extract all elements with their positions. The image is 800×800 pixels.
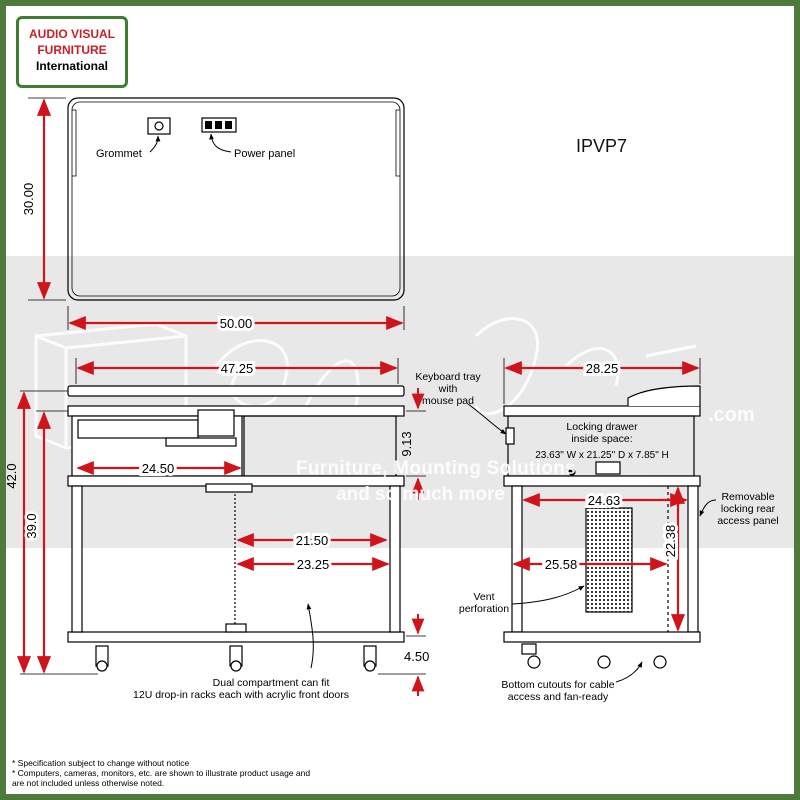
keyboard-note-line-2: with [438, 383, 458, 395]
power-panel-label: Power panel [234, 148, 295, 160]
front-width-label: 47.25 [221, 361, 254, 376]
front-total-height-label: 42.0 [6, 463, 19, 488]
bottom-note-line-1: Bottom cutouts for cable [501, 679, 614, 691]
keyboard-note-line-1: Keyboard tray [415, 371, 481, 383]
drawer-note-line-1: Locking drawer [566, 421, 638, 433]
front-view [67, 385, 405, 667]
caster-height-label: 4.50 [404, 649, 429, 664]
vent-note-line-1: Vent [473, 591, 494, 603]
watermark-text-line-1: Furniture, Mounting Solutions [296, 458, 576, 479]
side-inner-depth-a-label: 24.63 [588, 493, 621, 508]
drawer-note-line-2: inside space: [571, 433, 632, 445]
vent-perforation-icon [585, 507, 633, 613]
top-width-label: 50.00 [220, 316, 253, 331]
footnote-3: are not included unless otherwise noted. [12, 778, 165, 788]
logo-line-3: International [35, 59, 108, 73]
panel-note-line-3: access panel [717, 515, 778, 527]
drawing-frame: AUDIO VISUAL FURNITURE International IPV… [6, 6, 794, 794]
vent-note-line-2: perforation [459, 603, 509, 615]
technical-drawing: Grommet Power panel 30.00 50.00 [6, 97, 779, 703]
drawer-note-line-3: 23.63" W x 21.25" D x 7.85" H [535, 450, 669, 461]
footnote-2: * Computers, cameras, monitors, etc. are… [12, 768, 311, 778]
front-casters [96, 660, 376, 672]
panel-note-line-2: locking rear [721, 503, 776, 515]
watermark-domain: .com [708, 404, 755, 426]
rack-note-line-2: 12U drop-in racks each with acrylic fron… [133, 689, 349, 701]
top-depth-label: 30.00 [21, 183, 36, 216]
side-depth-label: 28.25 [586, 361, 619, 376]
keyboard-note-line-3: mouse pad [422, 395, 474, 407]
rack-width-b-label: 23.25 [297, 557, 330, 572]
grommet-label: Grommet [96, 148, 142, 160]
panel-note-line-1: Removable [721, 491, 774, 503]
footnote-1: * Specification subject to change withou… [12, 758, 190, 768]
front-body-height-label: 39.0 [24, 513, 39, 538]
rack-width-a-label: 21.50 [296, 533, 329, 548]
bottom-note-line-2: access and fan-ready [508, 691, 609, 703]
side-inner-depth-b-label: 25.58 [545, 557, 578, 572]
side-inner-height-label: 22.38 [663, 525, 678, 558]
model-number: IPVP7 [576, 136, 628, 156]
rack-note-line-1: Dual compartment can fit [213, 677, 330, 689]
grommet-icon [147, 117, 171, 135]
power-panel-icon [201, 117, 237, 133]
side-casters [527, 655, 667, 669]
drawer-height-label: 9.13 [399, 431, 414, 456]
logo-line-1: AUDIO VISUAL [28, 27, 115, 41]
drawer-width-label: 24.50 [142, 461, 175, 476]
logo-line-2: FURNITURE [37, 43, 107, 57]
watermark-text-line-2: and so much more [336, 484, 505, 505]
top-view [67, 97, 405, 301]
company-logo: AUDIO VISUAL FURNITURE International [16, 16, 128, 88]
footnotes: * Specification subject to change withou… [12, 758, 310, 788]
